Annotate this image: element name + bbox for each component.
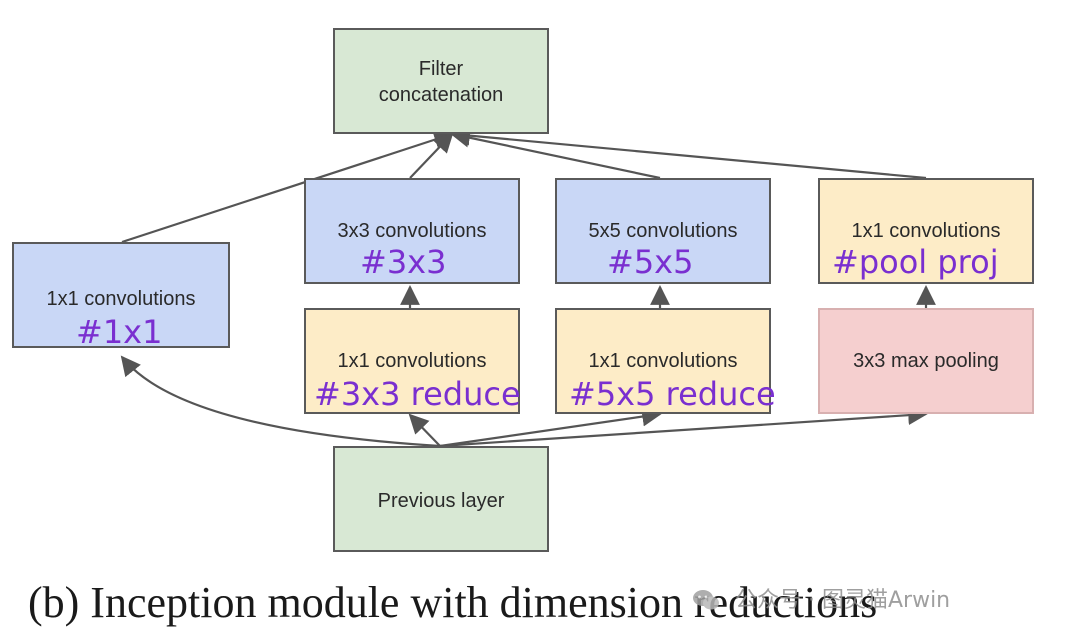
filter-concatenation-node: Filter concatenation	[333, 28, 549, 134]
reduce-3x3-label: 1x1 convolutions	[337, 350, 487, 372]
conv-3x3-node: 3x3 convolutions #3x3	[304, 178, 520, 284]
filter-concatenation-line-1: Filter	[418, 58, 464, 80]
previous-layer-node: Previous layer	[333, 446, 549, 552]
conv-5x5-node: 5x5 convolutions #5x5	[555, 178, 771, 284]
max-pooling-label: 3x3 max pooling	[853, 350, 999, 372]
conv-3x3-tag: #3x3	[360, 243, 447, 281]
edge-conv5x5-to-concat	[450, 128, 661, 180]
conv-1x1-node: 1x1 convolutions #1x1	[12, 242, 230, 351]
previous-layer-label: Previous layer	[377, 490, 505, 512]
edge-prev-to-reduce5x5	[439, 406, 662, 448]
conv-5x5-tag: #5x5	[607, 243, 694, 281]
conv-3x3-label: 3x3 convolutions	[337, 220, 487, 242]
reduce-5x5-tag: #5x5 reduce	[569, 375, 776, 413]
reduce-3x3-tag: #3x3 reduce	[314, 375, 521, 413]
watermark: 公众号 · 图灵猫Arwin	[692, 582, 950, 614]
reduce-3x3-node: 1x1 convolutions #3x3 reduce	[304, 308, 521, 414]
edge-poolproj-to-concat	[450, 125, 927, 180]
reduce-5x5-node: 1x1 convolutions #5x5 reduce	[555, 308, 776, 414]
max-pooling-node: 3x3 max pooling	[818, 308, 1034, 414]
edge-prev-to-maxpool	[439, 405, 928, 448]
wechat-icon	[693, 590, 719, 610]
conv-5x5-label: 5x5 convolutions	[588, 220, 738, 242]
conv-1x1-tag: #1x1	[76, 313, 163, 351]
watermark-text: 公众号 · 图灵猫Arwin	[735, 588, 951, 613]
reduce-5x5-label: 1x1 convolutions	[588, 350, 738, 372]
figure-caption: (b) Inception module with dimension redu…	[28, 578, 878, 627]
pool-proj-node: 1x1 convolutions #pool proj	[818, 178, 1034, 284]
conv-1x1-label: 1x1 convolutions	[46, 288, 196, 310]
edge-prev-to-reduce3x3	[408, 413, 441, 447]
edge-conv1x1-to-concat	[121, 130, 454, 244]
pool-proj-tag: #pool proj	[832, 243, 999, 281]
edge-prev-to-conv1x1	[120, 355, 441, 448]
pool-proj-label: 1x1 convolutions	[851, 220, 1001, 242]
edge-conv3x3-to-concat	[409, 132, 454, 179]
filter-concatenation-line-2: concatenation	[378, 84, 504, 106]
